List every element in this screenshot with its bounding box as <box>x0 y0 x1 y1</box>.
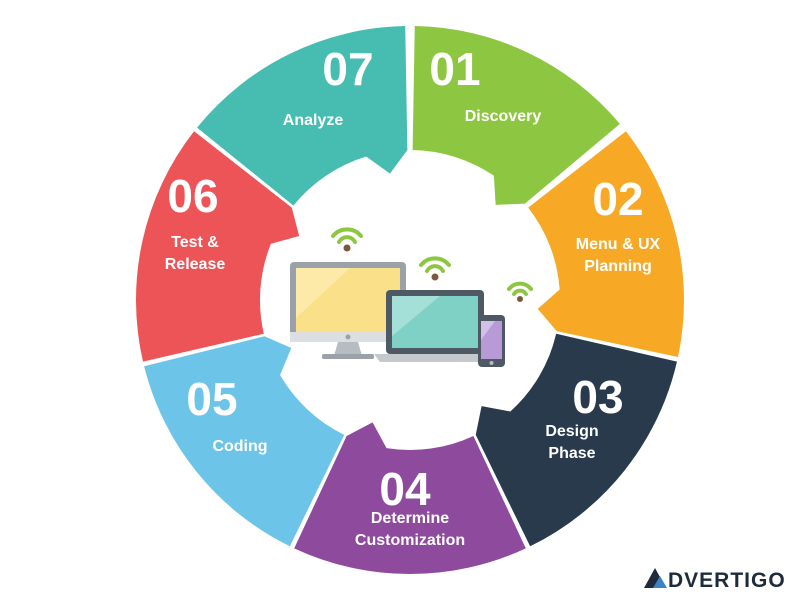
step-number-design: 03 <box>572 371 623 423</box>
step-number-menu-ux: 02 <box>592 173 643 225</box>
brand-text: DVERTIGO <box>668 569 786 592</box>
step-label-menu-ux: Planning <box>584 258 652 275</box>
segment-shape-discovery <box>412 26 620 205</box>
step-label-design: Phase <box>548 445 595 462</box>
wifi-icon <box>507 281 533 296</box>
segment-shape-analyze <box>197 26 408 206</box>
step-number-analyze: 07 <box>322 43 373 95</box>
devices-wifi-icon <box>290 227 533 367</box>
wifi-dot <box>343 244 351 252</box>
laptop-icon <box>374 290 496 362</box>
segment-shape-test-release <box>136 131 300 362</box>
brand-watermark: DVERTIGO <box>644 568 786 592</box>
step-label-test-release: Test & <box>171 234 219 251</box>
step-number-test-release: 06 <box>167 170 218 222</box>
step-label-analyze: Analyze <box>283 112 344 129</box>
step-label-customization: Customization <box>355 532 465 549</box>
step-number-customization: 04 <box>379 463 431 515</box>
step-label-test-release: Release <box>165 256 226 273</box>
step-number-coding: 05 <box>186 373 237 425</box>
segment-shape-customization <box>294 422 526 575</box>
wifi-dot <box>431 273 439 281</box>
segment-shape-design <box>475 333 677 547</box>
desktop-monitor-icon <box>290 262 406 359</box>
wifi-icon <box>419 256 451 273</box>
step-label-design: Design <box>545 423 598 440</box>
advertigo-logo-icon <box>644 568 667 588</box>
segment-shape-coding <box>144 336 345 547</box>
step-label-customization: Determine <box>371 510 449 527</box>
phone-icon <box>478 315 505 367</box>
step-label-menu-ux: Menu & UX <box>576 236 661 253</box>
segment-shape-menu-ux <box>528 131 684 357</box>
step-label-coding: Coding <box>212 438 267 455</box>
wifi-icon <box>331 227 363 244</box>
step-label-discovery: Discovery <box>465 108 542 125</box>
wifi-dot <box>517 296 523 302</box>
step-number-discovery: 01 <box>429 43 480 95</box>
